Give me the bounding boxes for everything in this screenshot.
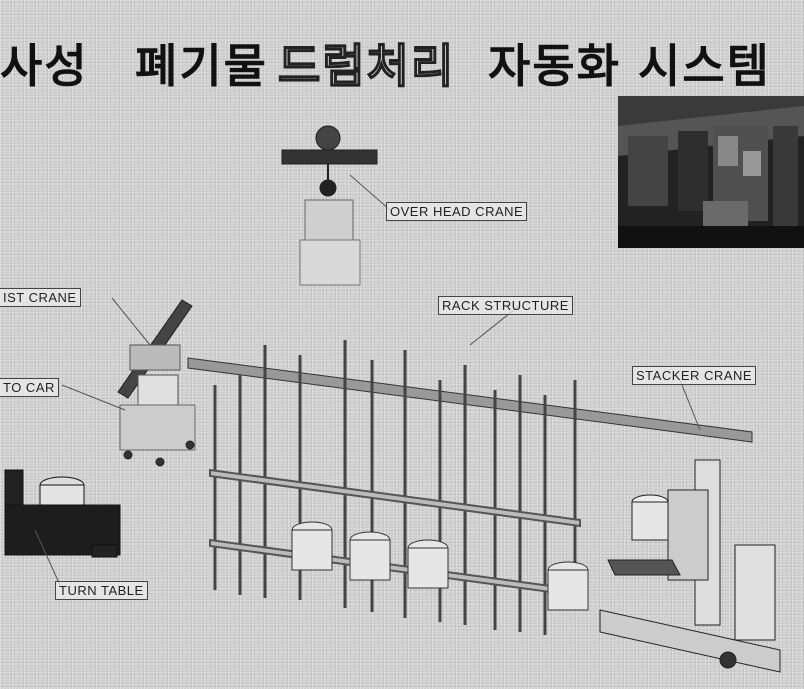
label-stacker-crane: STACKER CRANE — [632, 366, 757, 385]
title-word-1: 사성 — [0, 39, 89, 93]
title-word-4: 자동화 — [488, 39, 621, 93]
rack-drums — [291, 521, 589, 611]
label-rack-structure: RACK STRUCTURE — [438, 296, 573, 315]
stacker-crane — [599, 459, 781, 673]
rack-structure — [213, 340, 577, 635]
poster-title: 사성 폐기물 드럼처리 자동화 시스템 — [0, 30, 804, 100]
facility-photo-image — [618, 96, 804, 248]
label-overhead-crane: OVER HEAD CRANE — [386, 202, 528, 221]
hoist-crane — [117, 299, 196, 467]
label-turn-table: TURN TABLE — [55, 581, 148, 600]
label-auto-car: TO CAR — [0, 378, 59, 397]
turn-table — [4, 469, 121, 558]
label-hoist-crane: IST CRANE — [0, 288, 81, 307]
rack-rail — [187, 357, 753, 443]
title-word-5: 시스템 — [638, 39, 771, 93]
facility-photo — [618, 96, 804, 248]
overhead-crane — [281, 125, 378, 286]
title-word-2: 폐기물 — [135, 39, 268, 93]
title-word-3: 드럼처리 — [277, 38, 456, 94]
